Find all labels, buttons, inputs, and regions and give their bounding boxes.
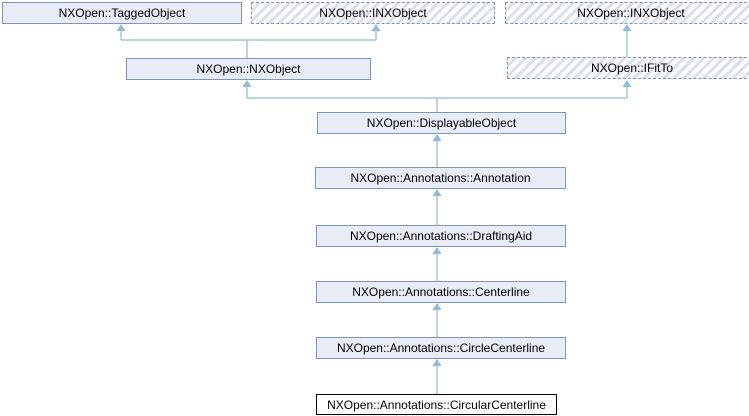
edge-draftingaid-annotation: [432, 189, 442, 225]
edge-displayableobject-parents: [242, 80, 632, 112]
class-node-circlecenterline[interactable]: NXOpen::Annotations::CircleCenterline: [316, 337, 566, 359]
class-node-inxobject-1: NXOpen::INXObject: [251, 2, 495, 24]
edge-nxobject-parents: [116, 24, 381, 58]
class-node-inxobject-2: NXOpen::INXObject: [505, 2, 749, 24]
edge-annotation-displayableobject: [432, 134, 442, 167]
class-node-nxobject[interactable]: NXOpen::NXObject: [126, 58, 371, 80]
class-node-centerline[interactable]: NXOpen::Annotations::Centerline: [316, 281, 566, 303]
class-node-ifitto: NXOpen::IFitTo: [507, 57, 749, 79]
class-node-annotation[interactable]: NXOpen::Annotations::Annotation: [315, 167, 566, 189]
edge-centerline-draftingaid: [432, 247, 442, 281]
edge-circularcenterline-circlecenterline: [432, 359, 442, 394]
edge-circlecenterline-centerline: [432, 303, 442, 337]
class-node-displayableobject[interactable]: NXOpen::DisplayableObject: [317, 112, 566, 134]
class-node-taggedobject[interactable]: NXOpen::TaggedObject: [2, 2, 242, 24]
class-node-circularcenterline-current: NXOpen::Annotations::CircularCenterline: [316, 394, 557, 415]
edge-ifitto-inxobject: [622, 24, 632, 57]
class-node-draftingaid[interactable]: NXOpen::Annotations::DraftingAid: [316, 225, 566, 247]
